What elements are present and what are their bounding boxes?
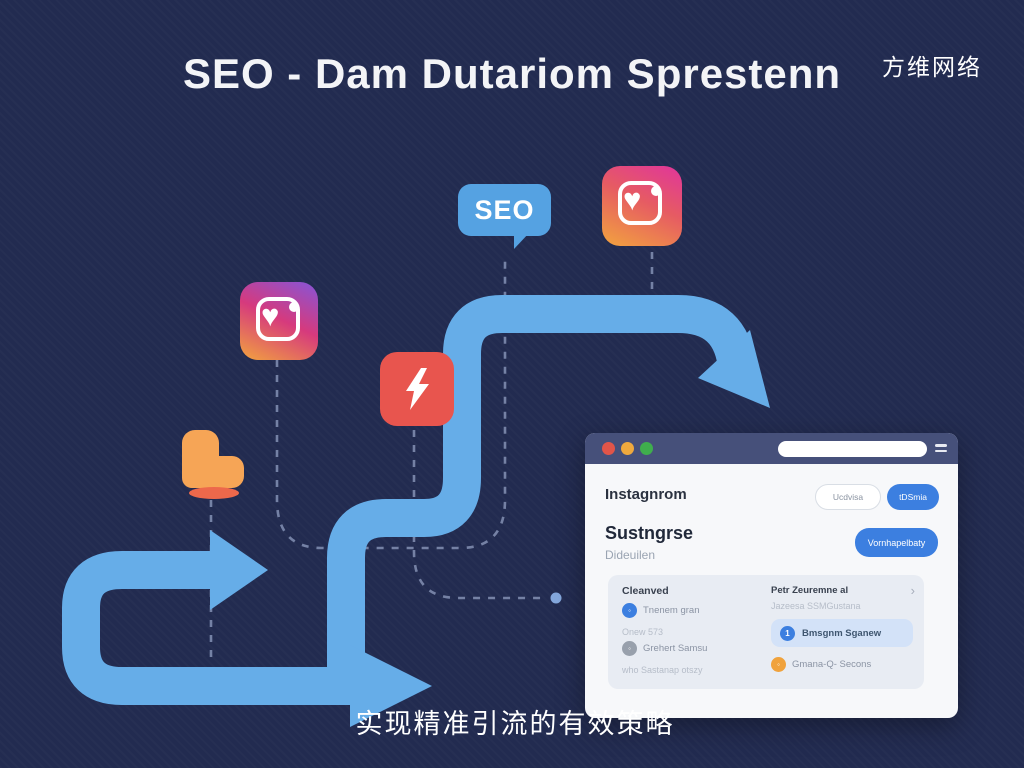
arrow-branch-path (327, 295, 757, 705)
seo-label: SEO (474, 194, 535, 225)
list-item-label: Gmana-Q- Secons (792, 659, 872, 670)
maximize-window-icon[interactable] (640, 442, 653, 455)
list-item-label: Tnenem gran (643, 605, 700, 616)
bottom-caption: 实现精准引流的有效策略 (355, 709, 675, 739)
chair-icon (182, 430, 277, 502)
instagram-icon: ♥ (240, 282, 318, 360)
list-item-meta: Onew 573 (622, 627, 664, 637)
menu-icon[interactable] (935, 444, 947, 452)
instagram-icon: ♥ (602, 166, 682, 246)
page-title: SEO - Dam Dutariom Sprestenn (182, 50, 842, 97)
browser-window: Instagnrom Ucdvisa tDSmia Sustngrse Dide… (585, 433, 958, 718)
chair-base-shape (189, 487, 239, 499)
close-window-icon[interactable] (602, 442, 615, 455)
user-avatar-icon: ◦ (622, 603, 637, 618)
highlighted-item-label: Bmsgnm Sganew (802, 627, 882, 639)
user-avatar-icon: ◦ (622, 641, 637, 656)
list-item[interactable]: ◦ Tnenem gran (622, 603, 700, 618)
dashed-endpoint-dot (550, 592, 562, 604)
arrowhead-bottom (350, 645, 432, 727)
arrowhead-top-right (698, 330, 770, 408)
list-item[interactable]: ◦ Grehert Samsu (622, 641, 707, 656)
camera-frame-icon (618, 181, 662, 225)
dashed-path-instagram-seo (275, 255, 507, 550)
seo-speech-bubble: SEO (458, 184, 551, 249)
panel-right-heading: Petr Zeuremne al (771, 585, 849, 596)
rank-badge: 1 (780, 625, 795, 641)
profile-subtitle: Dideuilen (605, 548, 656, 562)
app-name: Instagnrom (605, 486, 687, 503)
secondary-button[interactable]: Ucdvisa (815, 484, 881, 510)
dashed-path-lightning (412, 430, 546, 600)
arrowhead-mid-left (210, 530, 268, 610)
profile-title: Sustngrse (605, 523, 694, 543)
heart-icon: ♥ (261, 298, 280, 333)
browser-title-bar (585, 433, 958, 464)
list-item-meta: who Sastanap otszy (622, 665, 703, 675)
camera-lens-dot-icon (651, 186, 661, 196)
chevron-right-icon[interactable]: › (910, 583, 915, 598)
cta-button[interactable]: Vornhapelbaty (855, 528, 938, 557)
stats-panel: Cleanved ◦ Tnenem gran Onew 573 ◦ Greher… (608, 575, 924, 689)
chair-seat-shape (200, 456, 244, 488)
lightning-icon (380, 352, 454, 426)
speech-bubble-tail (514, 232, 530, 249)
primary-button[interactable]: tDSmia (887, 484, 939, 510)
highlighted-list-item[interactable]: 1 Bmsgnm Sganew (771, 619, 913, 647)
minimize-window-icon[interactable] (621, 442, 634, 455)
panel-right-subtitle: Jazeesa SSMGustana (771, 601, 861, 611)
heart-icon: ♥ (623, 182, 642, 217)
camera-frame-icon (256, 297, 300, 341)
brand-watermark: 方维网络 (882, 54, 982, 80)
user-avatar-icon: ◦ (771, 657, 786, 672)
list-item[interactable]: ◦ Gmana-Q- Secons (771, 657, 871, 672)
lightning-bolt-glyph (406, 368, 429, 410)
panel-left-heading: Cleanved (622, 585, 669, 597)
arrow-uturn-path (62, 551, 352, 705)
list-item-label: Grehert Samsu (643, 643, 708, 654)
camera-lens-dot-icon (289, 302, 299, 312)
address-bar[interactable] (778, 441, 927, 457)
